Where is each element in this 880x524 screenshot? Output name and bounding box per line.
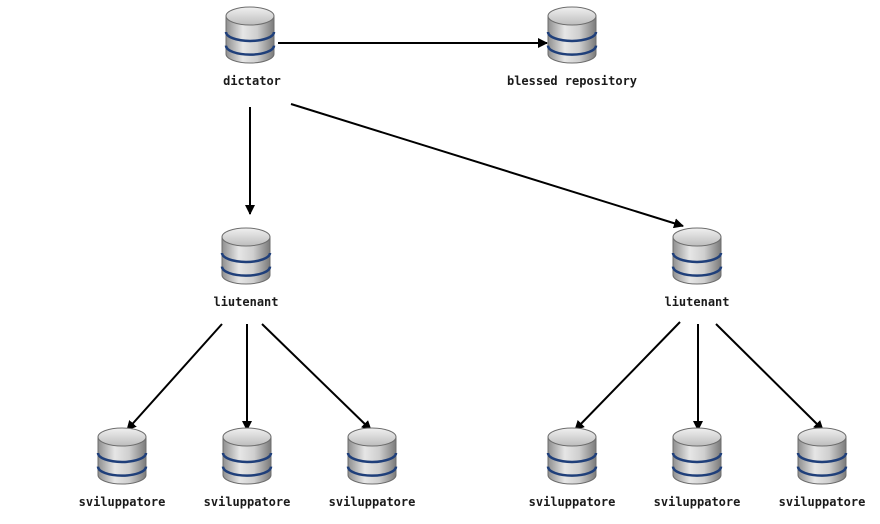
cylinder-top (225, 6, 275, 26)
database-icon (796, 427, 848, 485)
cylinder-body (547, 15, 597, 64)
node-label: sviluppatore (779, 495, 866, 509)
node-label: sviluppatore (79, 495, 166, 509)
cylinder-band (671, 252, 723, 264)
edge-lieutenant-right-to-developer-4 (574, 321, 681, 431)
edges (126, 38, 824, 431)
cylinder-band (220, 266, 272, 277)
cylinder-body (225, 15, 275, 64)
node-blessed-repository[interactable]: blessed repository (507, 6, 637, 88)
edge-lieutenant-right-to-developer-6 (715, 323, 824, 431)
cylinder-top (797, 427, 847, 447)
cylinder-band (796, 452, 848, 464)
cylinder-band (671, 266, 723, 277)
database-icon (671, 427, 723, 485)
database-icon (546, 427, 598, 485)
node-label: liutenant (213, 295, 278, 309)
database-icon (96, 427, 148, 485)
node-lieutenant-right[interactable]: liutenant (664, 227, 730, 309)
cylinder-top (672, 427, 722, 447)
cylinder-body (221, 236, 271, 285)
cylinder-band (546, 466, 598, 477)
cylinder-band (796, 466, 848, 477)
node-label: blessed repository (507, 74, 637, 88)
node-label: sviluppatore (329, 495, 416, 509)
node-developer-4[interactable]: sviluppatore (529, 427, 616, 509)
cylinder-body (672, 236, 722, 285)
database-icon (546, 6, 598, 64)
node-developer-3[interactable]: sviluppatore (329, 427, 416, 509)
node-label: liutenant (664, 295, 729, 309)
cylinder-band (671, 452, 723, 464)
edge-dictator-to-lieutenant-right (290, 103, 684, 229)
node-developer-2[interactable]: sviluppatore (204, 427, 291, 509)
cylinder-band (546, 452, 598, 464)
cylinder-band (96, 452, 148, 464)
database-icon (220, 227, 272, 285)
cylinder-band (221, 452, 273, 464)
cylinder-band (96, 466, 148, 477)
cylinder-band (346, 452, 398, 464)
cylinder-band (671, 466, 723, 477)
cylinder-top (347, 427, 397, 447)
node-dictator[interactable]: dictator (223, 6, 281, 88)
node-label: sviluppatore (529, 495, 616, 509)
database-icon (671, 227, 723, 285)
database-icon (346, 427, 398, 485)
cylinder-top (672, 227, 722, 247)
cylinder-band (546, 31, 598, 43)
cylinder-body (547, 436, 597, 485)
node-label: sviluppatore (204, 495, 291, 509)
cylinder-band (346, 466, 398, 477)
cylinder-band (220, 252, 272, 264)
cylinder-band (221, 466, 273, 477)
cylinder-top (97, 427, 147, 447)
node-developer-6[interactable]: sviluppatore (779, 427, 866, 509)
cylinder-top (221, 227, 271, 247)
database-icon (221, 427, 273, 485)
cylinder-band (546, 45, 598, 56)
node-developer-1[interactable]: sviluppatore (79, 427, 166, 509)
node-lieutenant-left[interactable]: liutenant (213, 227, 279, 309)
node-label: dictator (223, 74, 281, 88)
cylinder-top (547, 6, 597, 26)
cylinder-top (222, 427, 272, 447)
edge-lieutenant-left-to-developer-3 (261, 323, 372, 431)
edge-lieutenant-left-to-developer-1 (126, 323, 223, 431)
cylinder-band (224, 45, 276, 56)
cylinder-body (97, 436, 147, 485)
cylinder-band (224, 31, 276, 43)
node-label: sviluppatore (654, 495, 741, 509)
database-icon (224, 6, 276, 64)
cylinder-body (347, 436, 397, 485)
cylinder-top (547, 427, 597, 447)
cylinder-body (672, 436, 722, 485)
cylinder-body (797, 436, 847, 485)
cylinder-body (222, 436, 272, 485)
node-developer-5[interactable]: sviluppatore (654, 427, 741, 509)
